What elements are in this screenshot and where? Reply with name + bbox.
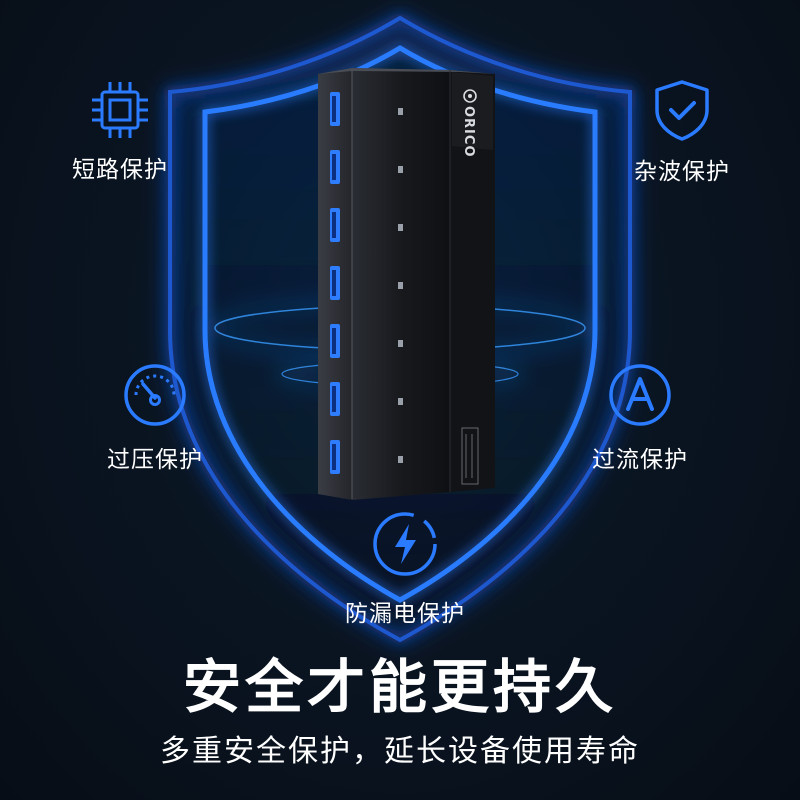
- lightning-icon: [373, 512, 437, 576]
- usb-port: [330, 324, 403, 358]
- feature-overcurrent: 过流保护: [575, 362, 705, 474]
- feature-label: 杂波保护: [634, 159, 730, 185]
- usb-hub-device: ORICO: [318, 68, 495, 500]
- feature-leakage-protection: 防漏电保护: [320, 510, 490, 628]
- shield-check-icon: [655, 80, 709, 141]
- usb-port: [330, 382, 403, 416]
- feature-overvoltage: 过压保护: [90, 362, 220, 474]
- feature-label: 过压保护: [107, 447, 203, 473]
- feature-label: 短路保护: [72, 157, 168, 183]
- svg-text:ORICO: ORICO: [461, 106, 476, 158]
- product-tag: [461, 427, 479, 485]
- usb-port: [330, 92, 403, 126]
- subheadline: 多重安全保护，延长设备使用寿命: [160, 734, 640, 769]
- usb-port: [330, 266, 403, 300]
- orico-logo: ORICO: [461, 89, 477, 158]
- usb-ports: [330, 92, 403, 474]
- ampere-icon: [609, 364, 671, 426]
- feature-label: 防漏电保护: [345, 601, 465, 627]
- usb-port: [330, 208, 403, 242]
- headline: 安全才能更持久: [182, 653, 617, 721]
- feature-short-circuit: 短路保护: [55, 78, 185, 184]
- gauge-icon: [124, 364, 186, 426]
- feature-noise-protection: 杂波保护: [612, 78, 752, 186]
- feature-label: 过流保护: [592, 447, 688, 473]
- chip-icon: [92, 82, 148, 138]
- usb-port: [330, 440, 403, 474]
- usb-port: [330, 150, 403, 184]
